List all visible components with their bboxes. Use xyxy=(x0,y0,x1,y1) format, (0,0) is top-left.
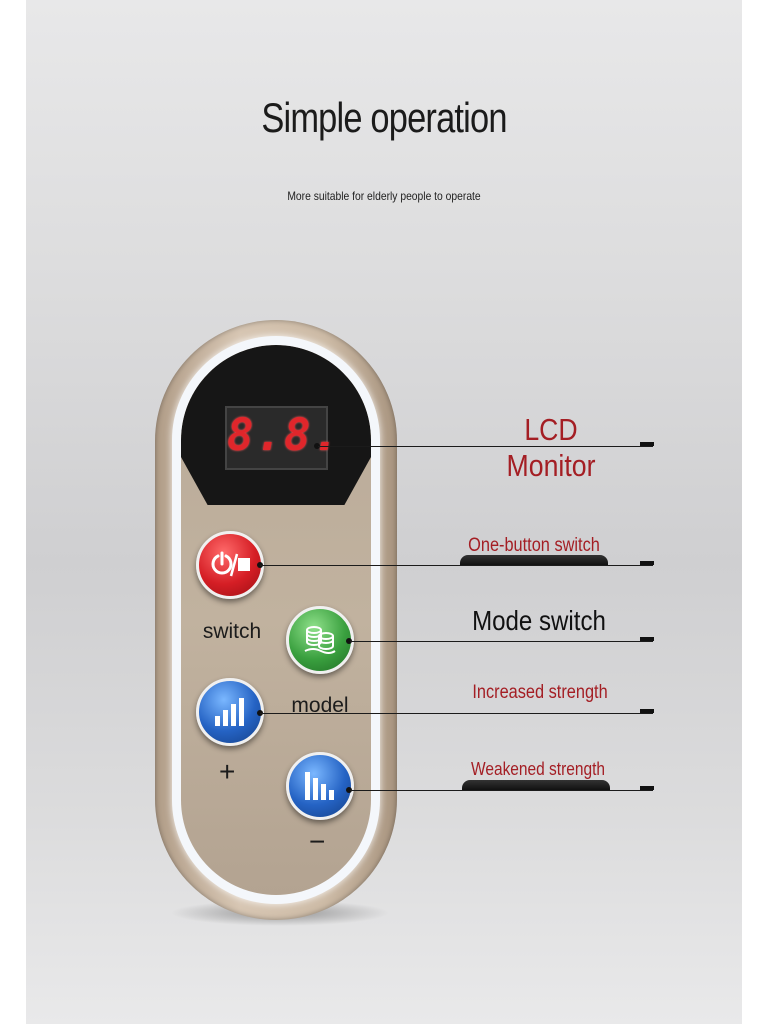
mode-pointer-dot xyxy=(346,638,352,644)
increase-button[interactable] xyxy=(196,678,264,746)
power-stop-icon xyxy=(211,551,250,577)
page-subtitle: More suitable for elderly people to oper… xyxy=(287,189,481,203)
decrease-pointer-dot xyxy=(346,787,352,793)
switch-label: switch xyxy=(202,620,262,643)
lcd-monitor-callout: LCD Monitor xyxy=(506,412,596,483)
switch-callout-shade xyxy=(460,555,608,565)
weaken-callout-shade xyxy=(462,780,610,790)
decrease-leader-line xyxy=(350,790,653,791)
decrease-leader-tick xyxy=(640,786,654,790)
lcd-display: 8.8. xyxy=(225,406,341,470)
mode-leader-tick xyxy=(640,637,654,641)
mode-button[interactable] xyxy=(286,606,354,674)
weakened-strength-callout: Weakened strength xyxy=(471,759,605,779)
lcd-digits: 8.8. xyxy=(227,410,341,461)
lcd-pointer-dot xyxy=(314,443,320,449)
bars-ascending-icon xyxy=(215,698,244,726)
mode-switch-callout: Mode switch xyxy=(472,605,606,636)
one-button-switch-callout: One-button switch xyxy=(468,535,600,556)
power-button[interactable] xyxy=(196,531,264,599)
switch-leader-line xyxy=(260,565,653,566)
coin-stack-icon xyxy=(304,626,336,654)
lcd-leader-line xyxy=(318,446,653,447)
mode-label: model xyxy=(291,694,349,717)
mode-leader-line xyxy=(350,641,653,642)
decrease-button[interactable] xyxy=(286,752,354,820)
lcd-leader-tick xyxy=(640,442,654,446)
increased-strength-callout: Increased strength xyxy=(472,682,608,703)
increase-leader-tick xyxy=(640,709,654,713)
bars-descending-icon xyxy=(305,772,334,800)
page-title: Simple operation xyxy=(261,94,507,141)
switch-leader-tick xyxy=(640,561,654,565)
increase-leader-line xyxy=(260,713,653,714)
minus-symbol: − xyxy=(309,826,326,857)
plus-symbol: + xyxy=(219,756,236,787)
